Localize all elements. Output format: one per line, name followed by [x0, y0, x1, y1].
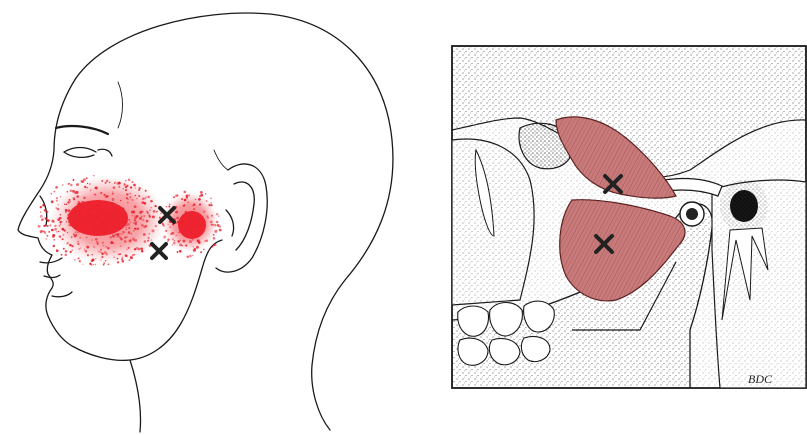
x-marker	[152, 244, 166, 258]
artist-signature: BDC	[748, 372, 772, 387]
anatomy-panel	[452, 46, 806, 388]
